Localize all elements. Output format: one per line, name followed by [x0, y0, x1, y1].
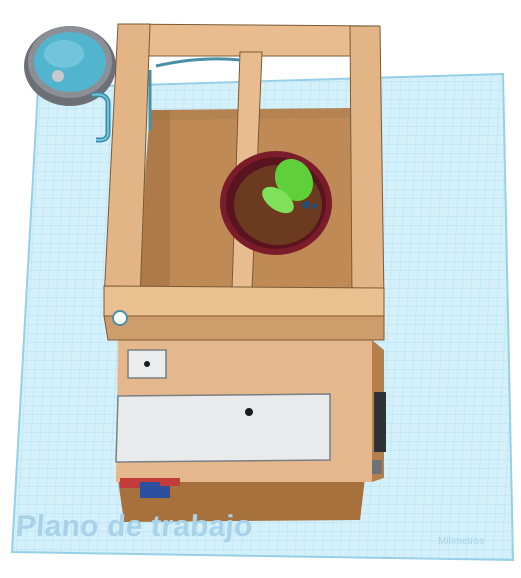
plant-leaves[interactable] — [258, 152, 321, 219]
side-connector[interactable] — [372, 392, 386, 474]
workplane-label: Plano de trabajo — [14, 510, 254, 543]
units-label[interactable]: Milímetros — [438, 536, 485, 547]
water-tank[interactable] — [24, 26, 116, 143]
electronics[interactable] — [120, 478, 180, 498]
control-box[interactable] — [127, 349, 167, 379]
display-panel[interactable] — [115, 393, 331, 463]
